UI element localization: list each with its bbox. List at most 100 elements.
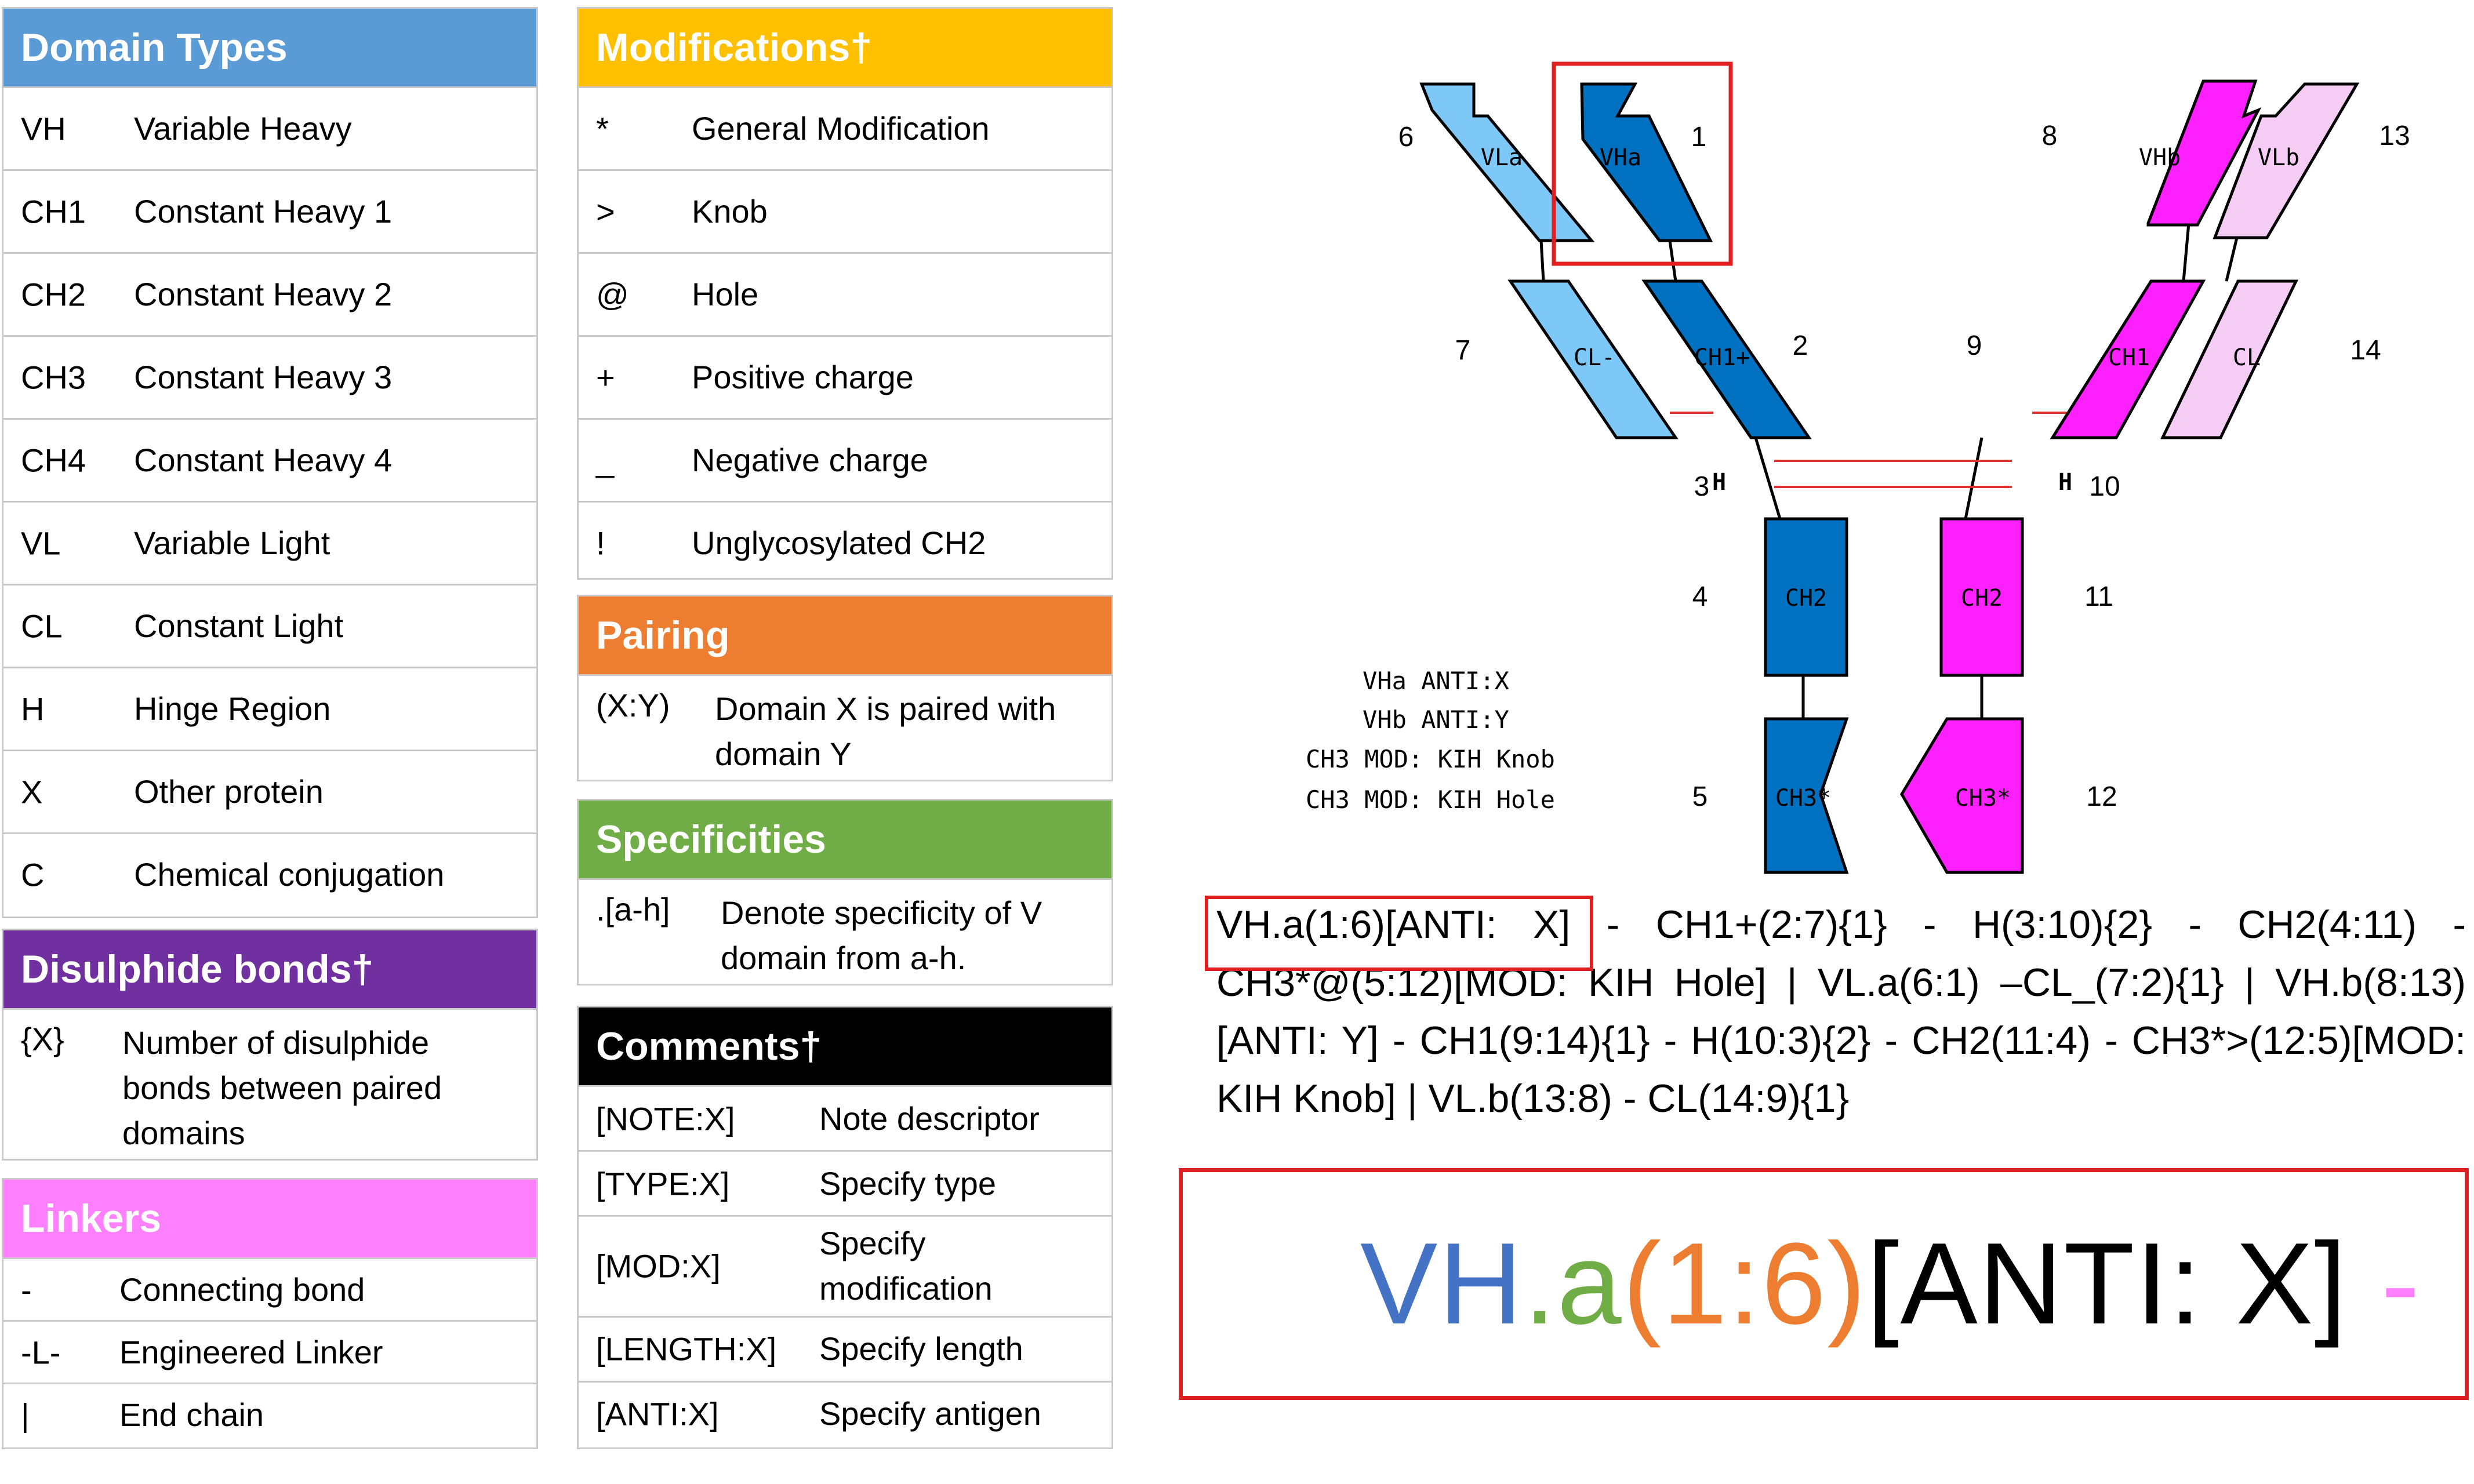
vha-domain-shape — [1580, 82, 1713, 242]
vhb-domain-shape — [2146, 79, 2262, 227]
big-formula-pairing: (1:6) — [1622, 1219, 1867, 1348]
comments-code: [ANTI:X] — [596, 1395, 719, 1432]
ch3-left-label: CH3* — [1775, 785, 1831, 812]
pairing-code: (X:Y) — [596, 687, 670, 723]
ch1-pos-domain-shape — [1641, 279, 1812, 439]
linkers-row: -L-Engineered Linker — [3, 1320, 536, 1383]
specificities-header: Specificities — [579, 801, 1111, 878]
number-4: 4 — [1692, 581, 1708, 612]
connector-vlb-cl — [2225, 237, 2239, 282]
linkers-desc: End chain — [119, 1396, 264, 1433]
disulphide-desc-line: domains — [122, 1115, 245, 1151]
vla-label: VLa — [1481, 144, 1523, 171]
domain-types-desc: Constant Heavy 2 — [134, 276, 393, 312]
hinge-right-label: H — [2058, 469, 2072, 496]
comments-code: [NOTE:X] — [596, 1100, 735, 1137]
connector-ch1-ch2-right — [1964, 437, 1983, 519]
connector-vla-cl — [1539, 240, 1545, 282]
modifications-code: + — [596, 359, 615, 396]
pairing-panel: Pairing (X:Y) Domain X is paired with do… — [577, 595, 1113, 781]
disulphide-panel: Disulphide bonds† {X} Number of disulphi… — [2, 929, 538, 1161]
specificities-desc-line: Denote specificity of V — [721, 894, 1042, 931]
number-9: 9 — [1967, 330, 1982, 361]
number-6: 6 — [1398, 122, 1414, 152]
vla-domain-shape — [1419, 82, 1595, 242]
big-formula: VH.a(1:6)[ANTI: X] - — [1227, 1084, 2421, 1484]
comments-row: [LENGTH:X] Specify length — [579, 1315, 1111, 1381]
domain-types-code: CH3 — [21, 359, 86, 396]
modifications-desc: Negative charge — [692, 442, 928, 478]
number-13: 13 — [2379, 121, 2410, 151]
modifications-code: _ — [596, 442, 615, 479]
domain-types-code: X — [21, 773, 43, 810]
modifications-row: *General Modification — [579, 86, 1111, 169]
modifications-panel: Modifications† *General Modification > Kno… — [577, 7, 1113, 580]
comments-row: [NOTE:X] Note descriptor — [579, 1085, 1111, 1150]
comments-row: [ANTI:X]Specify antigen — [579, 1380, 1111, 1446]
domain-types-header: Domain Types — [3, 9, 536, 86]
ch3-right-label: CH3* — [1955, 785, 2011, 812]
disulphide-row: {X} Number of disulphide bonds between p… — [3, 1008, 536, 1159]
number-2: 2 — [1793, 330, 1808, 361]
modifications-desc: Hole — [692, 276, 759, 312]
domain-types-desc: Variable Heavy — [134, 110, 352, 147]
specificities-panel: Specificities .[a-h] Denote specificity … — [577, 799, 1113, 985]
domain-types-code: CH2 — [21, 276, 86, 313]
specificities-desc-line: domain from a-h. — [721, 940, 967, 976]
domain-types-row: CH2 Constant Heavy 2 — [3, 252, 536, 335]
comments-desc-line: modification — [819, 1270, 993, 1307]
specificities-code: .[a-h] — [596, 891, 670, 928]
modifications-code: ! — [596, 525, 605, 562]
comments-desc-line: Specify — [819, 1225, 926, 1262]
number-12: 12 — [2086, 781, 2117, 812]
big-formula-box: VH.a(1:6)[ANTI: X] - — [1179, 1168, 2469, 1400]
ch1-pos-label: CH1+ — [1694, 344, 1750, 371]
linkers-row: | End chain — [3, 1383, 536, 1445]
comments-desc: Specify length — [819, 1330, 1023, 1367]
linkers-header: Linkers — [3, 1180, 536, 1257]
domain-types-desc: Constant Heavy 3 — [134, 359, 393, 395]
connector-ch1-ch2-left — [1754, 437, 1782, 519]
modifications-header: Modifications† — [579, 9, 1111, 86]
domain-types-code: CH1 — [21, 193, 86, 230]
modifications-row: _ Negative charge — [579, 418, 1111, 501]
comments-desc: Note descriptor — [819, 1100, 1040, 1137]
modifications-code: @ — [596, 276, 629, 313]
comments-row: [MOD:X] Specify modification — [579, 1215, 1111, 1316]
number-14: 14 — [2350, 335, 2381, 366]
domain-types-code: H — [21, 690, 45, 728]
big-formula-domain: VH — [1360, 1219, 1524, 1348]
modifications-code: * — [596, 110, 609, 147]
disulphide-desc-line: Number of disulphide — [122, 1024, 430, 1061]
comments-code: [LENGTH:X] — [596, 1330, 777, 1367]
domain-types-code: C — [21, 856, 45, 893]
number-3: 3 — [1694, 471, 1710, 502]
linkers-code: | — [21, 1396, 30, 1433]
number-1: 1 — [1691, 122, 1707, 152]
domain-types-desc: Chemical conjugation — [134, 856, 445, 893]
cl-neg-label: CL- — [1574, 344, 1615, 371]
modifications-code: > — [596, 193, 615, 230]
ch1-domain-shape — [2050, 279, 2206, 439]
domain-types-desc: Constant Light — [134, 608, 344, 644]
antibody-diagram: VLa VHa VHb VLb CL- CH1+ CH1 CL CH2 CH2 … — [1398, 61, 2410, 874]
comments-panel: Comments† [NOTE:X]Note descriptor[TYPE:X… — [577, 1006, 1113, 1449]
big-formula-comment: [ANTI: X] — [1866, 1219, 2348, 1348]
disulphide-code: {X} — [21, 1021, 64, 1057]
disulphide-bond-lines — [1670, 412, 2070, 488]
ch2-right-domain-shape — [1939, 517, 2024, 677]
specificities-desc: Denote specificity of V domain from a-h. — [721, 890, 1042, 981]
annotation-ch3-hole: CH3 MOD: KIH Hole — [1306, 785, 1555, 814]
linkers-desc: Connecting bond — [119, 1271, 365, 1308]
modifications-desc: Knob — [692, 193, 768, 230]
pairing-desc-line: domain Y — [715, 736, 852, 772]
linkers-panel: Linkers -Connecting bond-L-Engineered Li… — [2, 1178, 538, 1449]
disulphide-desc-line: bonds between paired — [122, 1070, 442, 1106]
comments-code: [MOD:X] — [596, 1247, 721, 1285]
big-formula-specificity: .a — [1523, 1219, 1623, 1348]
vlb-domain-shape — [2213, 82, 2360, 239]
